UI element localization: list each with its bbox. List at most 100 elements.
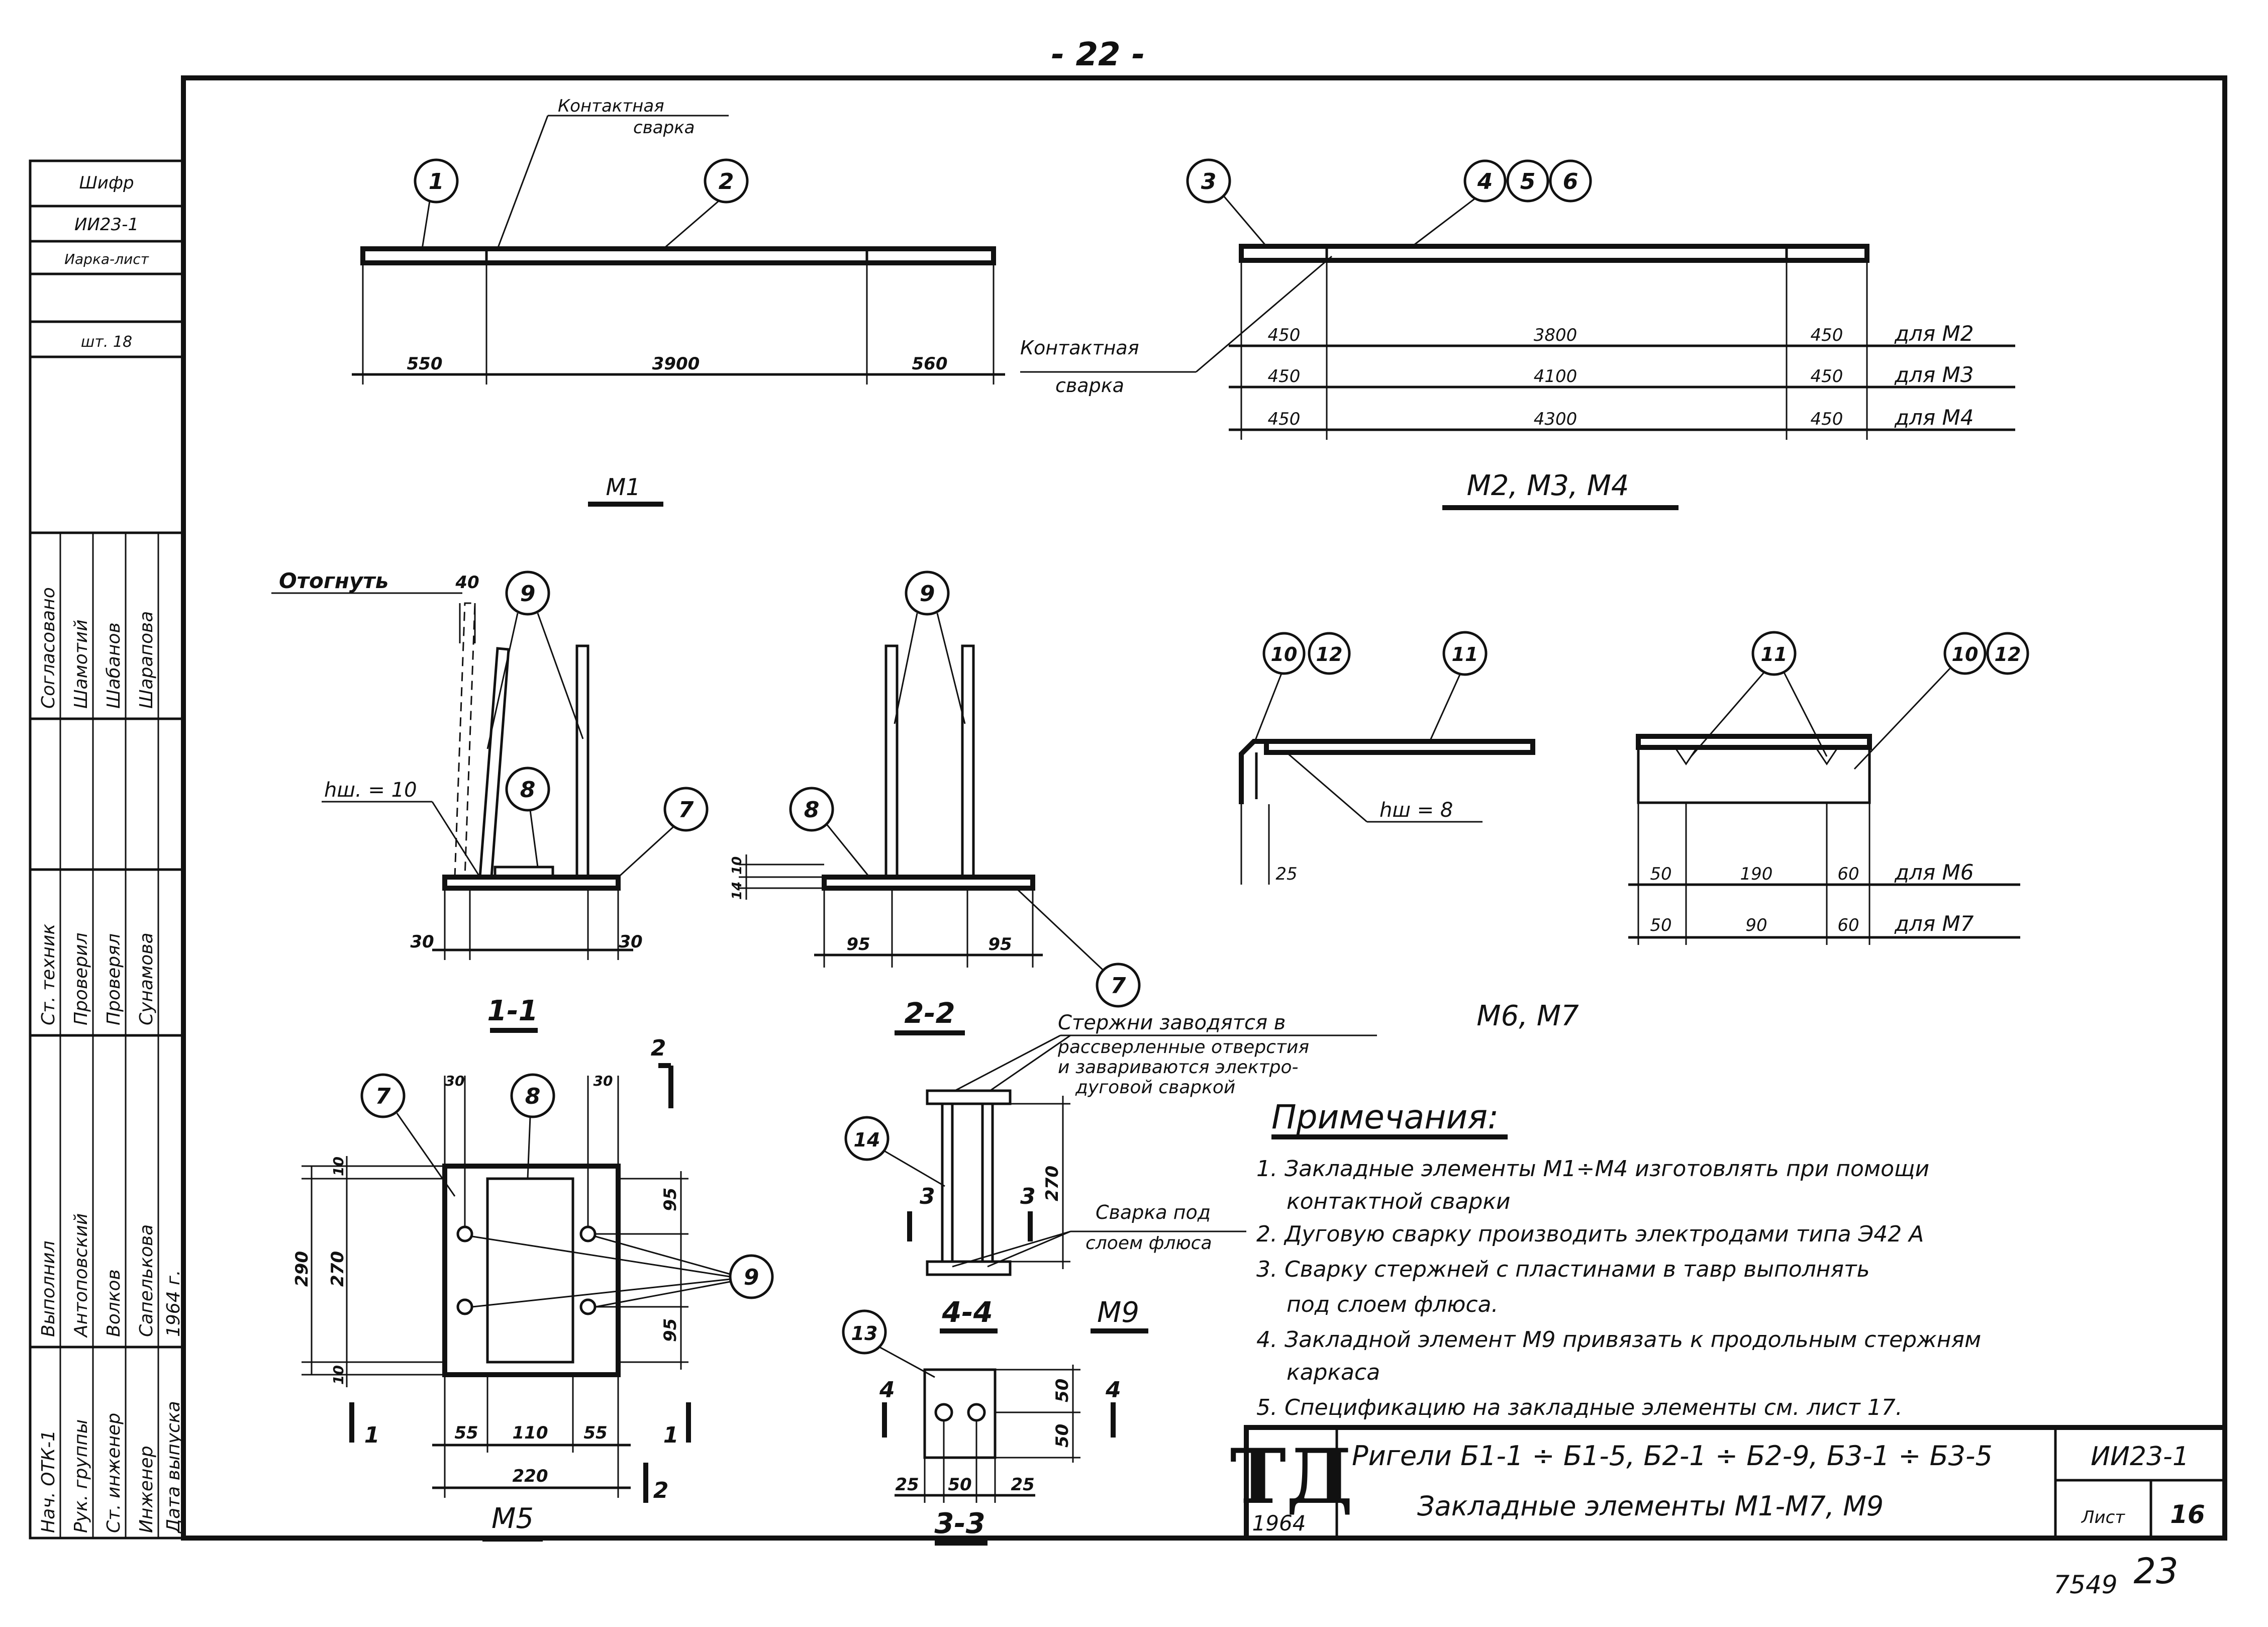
m9-callout-13: 13	[851, 1322, 878, 1345]
s22-callout-8: 8	[804, 797, 820, 823]
s44-callout-14: 14	[854, 1129, 880, 1151]
stamp-sub-0: Ст. техник	[38, 924, 59, 1025]
stamp-series-label: Шифр	[79, 173, 134, 193]
m6-callout-10: 10	[1271, 643, 1298, 665]
m6-m7-label: М6, М7	[1476, 1000, 1579, 1032]
m2-callout-5: 5	[1520, 169, 1536, 195]
m9-label: М9	[1097, 1296, 1139, 1329]
stamp-sub-4: Шабанов	[104, 622, 124, 709]
m9-dim-r2: 50	[1052, 1424, 1072, 1448]
m6-row-c: 190	[1740, 864, 1773, 884]
s11-dim-left: 30	[410, 932, 434, 952]
s11-bend-note: Отогнуть	[279, 568, 388, 593]
m6-row-l: 50	[1650, 864, 1671, 884]
tb-logo: ТД	[1230, 1432, 1353, 1521]
tb-sheet-no: 16	[2170, 1500, 2205, 1529]
section-1-1: Отогнуть 40 hш. = 10 30 30 9 8 7 1-1	[271, 568, 709, 1033]
title-block: ТД 1964 Ригели Б1-1 ÷ Б1-5, Б2-1 ÷ Б2-9,…	[1230, 1425, 2227, 1541]
m5-dim-left-10: 10	[330, 1157, 347, 1176]
m5-dim-bot-l: 55	[454, 1423, 478, 1443]
s44-weld-note-1: Сварка под	[1096, 1201, 1211, 1223]
tb-year: 1964	[1252, 1511, 1306, 1536]
m5-dim-right-2: 95	[660, 1318, 680, 1342]
view-m9: 50 50 25 50 25 4 4 13 М9 3-3	[842, 1296, 1148, 1546]
m5-dim-bot-r: 55	[583, 1423, 607, 1443]
m4-for: для М4	[1894, 405, 1974, 430]
m5-callout-8: 8	[525, 1084, 541, 1109]
stamp-sub-1: Проверил	[71, 932, 91, 1025]
note-1: 1. Закладные элементы М1÷М4 изготовлять …	[1256, 1156, 1929, 1182]
s22-dim-left: 95	[846, 934, 870, 954]
m2-for: для М2	[1894, 321, 1974, 346]
stamp-sub-2: Проверял	[104, 933, 124, 1025]
m1-callout-2: 2	[719, 169, 734, 195]
s44-note-1: Стержни заводятся в	[1058, 1011, 1286, 1034]
m1-weld-note-1: Контактная	[558, 96, 664, 116]
m3-dim-c: 4100	[1534, 366, 1577, 387]
m1-callout-1: 1	[429, 169, 444, 195]
m7-row-l: 50	[1650, 915, 1671, 935]
stamp-name-1: Волков	[104, 1269, 124, 1337]
s11-dim-right: 30	[619, 932, 642, 952]
s44-sec-3-right: 3	[1020, 1184, 1036, 1209]
m1-dim-mid: 3900	[652, 354, 700, 374]
m7-row-for: для М7	[1894, 911, 1974, 936]
m2-callout-6: 6	[1563, 169, 1579, 195]
s22-callout-7: 7	[1111, 973, 1126, 999]
tb-sheet-label: Лист	[2081, 1507, 2125, 1527]
sheet-frame	[181, 75, 2227, 1541]
stamp-series-code: ИИ23-1	[74, 215, 139, 235]
stamp-role-1: Рук. группы	[71, 1419, 91, 1533]
m9-dim-b2: 50	[948, 1475, 971, 1495]
m5-sec-2-top: 2	[651, 1035, 666, 1061]
view-m2-m4: 450 3800 450 для М2 450 4100 450 для М3 …	[1020, 158, 2015, 510]
m9-dim-b3: 25	[1011, 1475, 1034, 1495]
m5-dim-right-1: 95	[660, 1188, 680, 1211]
m5-dim-left-290: 290	[292, 1251, 312, 1287]
stamp-name-0: Антоповский	[71, 1213, 91, 1338]
section-4-4: 270 3 3 14 Стержни заводятся в рассверле…	[844, 1011, 1377, 1333]
stamp-mark-sheet: Иарка-лист	[64, 251, 149, 267]
note-3: 3. Сварку стержней с пластинами в тавр в…	[1256, 1257, 1870, 1282]
s11-weld-note: hш. = 10	[324, 779, 417, 802]
m5-label: М5	[491, 1502, 534, 1535]
m2-callout-3: 3	[1201, 169, 1217, 195]
m6-callout-11: 11	[1452, 643, 1478, 665]
m9-dim-r1: 50	[1052, 1379, 1072, 1402]
m5-callout-9: 9	[744, 1265, 759, 1290]
m6-row-r: 60	[1837, 864, 1859, 884]
m6-callout-12b: 12	[1995, 643, 2021, 665]
side-stamp: Шифр ИИ23-1 Иарка-лист шт. 18 Нач. ОТК-1…	[29, 159, 185, 1540]
m6-callout-11b: 11	[1761, 643, 1788, 665]
stamp-role-4: Дата выпуска	[163, 1401, 184, 1534]
m3-for: для М3	[1894, 362, 1974, 387]
s44-dim: 270	[1042, 1166, 1062, 1201]
m3-dim-l: 450	[1268, 366, 1301, 387]
footer-archive: 7549	[2053, 1570, 2117, 1599]
m1-dim-left: 550	[407, 354, 443, 374]
s22-label: 2-2	[904, 997, 955, 1030]
s44-weld-note-2: слоем флюса	[1086, 1233, 1212, 1254]
s44-note-3: и завариваются электро-	[1058, 1057, 1299, 1078]
m2-dim-l: 450	[1268, 325, 1301, 345]
m9-sec-4-left: 4	[879, 1377, 895, 1403]
stamp-role-0: Нач. ОТК-1	[38, 1430, 59, 1533]
m1-weld-note-2: сварка	[633, 118, 695, 138]
view-m6-m7: 25 10 12 11 hш = 8 50 190 60 для М6 50 9…	[1239, 631, 2029, 1032]
m5-dim-top-r: 30	[594, 1073, 613, 1089]
stamp-date: 1964 г.	[163, 1270, 184, 1337]
m5-dim-left-10b: 10	[330, 1365, 347, 1385]
stamp-role-3: Инженер	[136, 1446, 157, 1533]
s44-sec-3-left: 3	[920, 1184, 935, 1209]
m2-dim-r: 450	[1811, 325, 1843, 345]
s22-dim-10: 10	[730, 856, 745, 875]
notes-heading: Примечания:	[1271, 1098, 1499, 1136]
m6-dim-left: 25	[1275, 864, 1297, 884]
s44-label: 4-4	[941, 1296, 993, 1329]
s11-callout-9: 9	[520, 581, 536, 607]
s22-dim-14: 14	[730, 882, 745, 900]
m5-sec-1-right: 1	[663, 1422, 679, 1448]
footer-page: 23	[2133, 1551, 2178, 1592]
note-5: 5. Спецификацию на закладные элементы см…	[1256, 1395, 1903, 1420]
